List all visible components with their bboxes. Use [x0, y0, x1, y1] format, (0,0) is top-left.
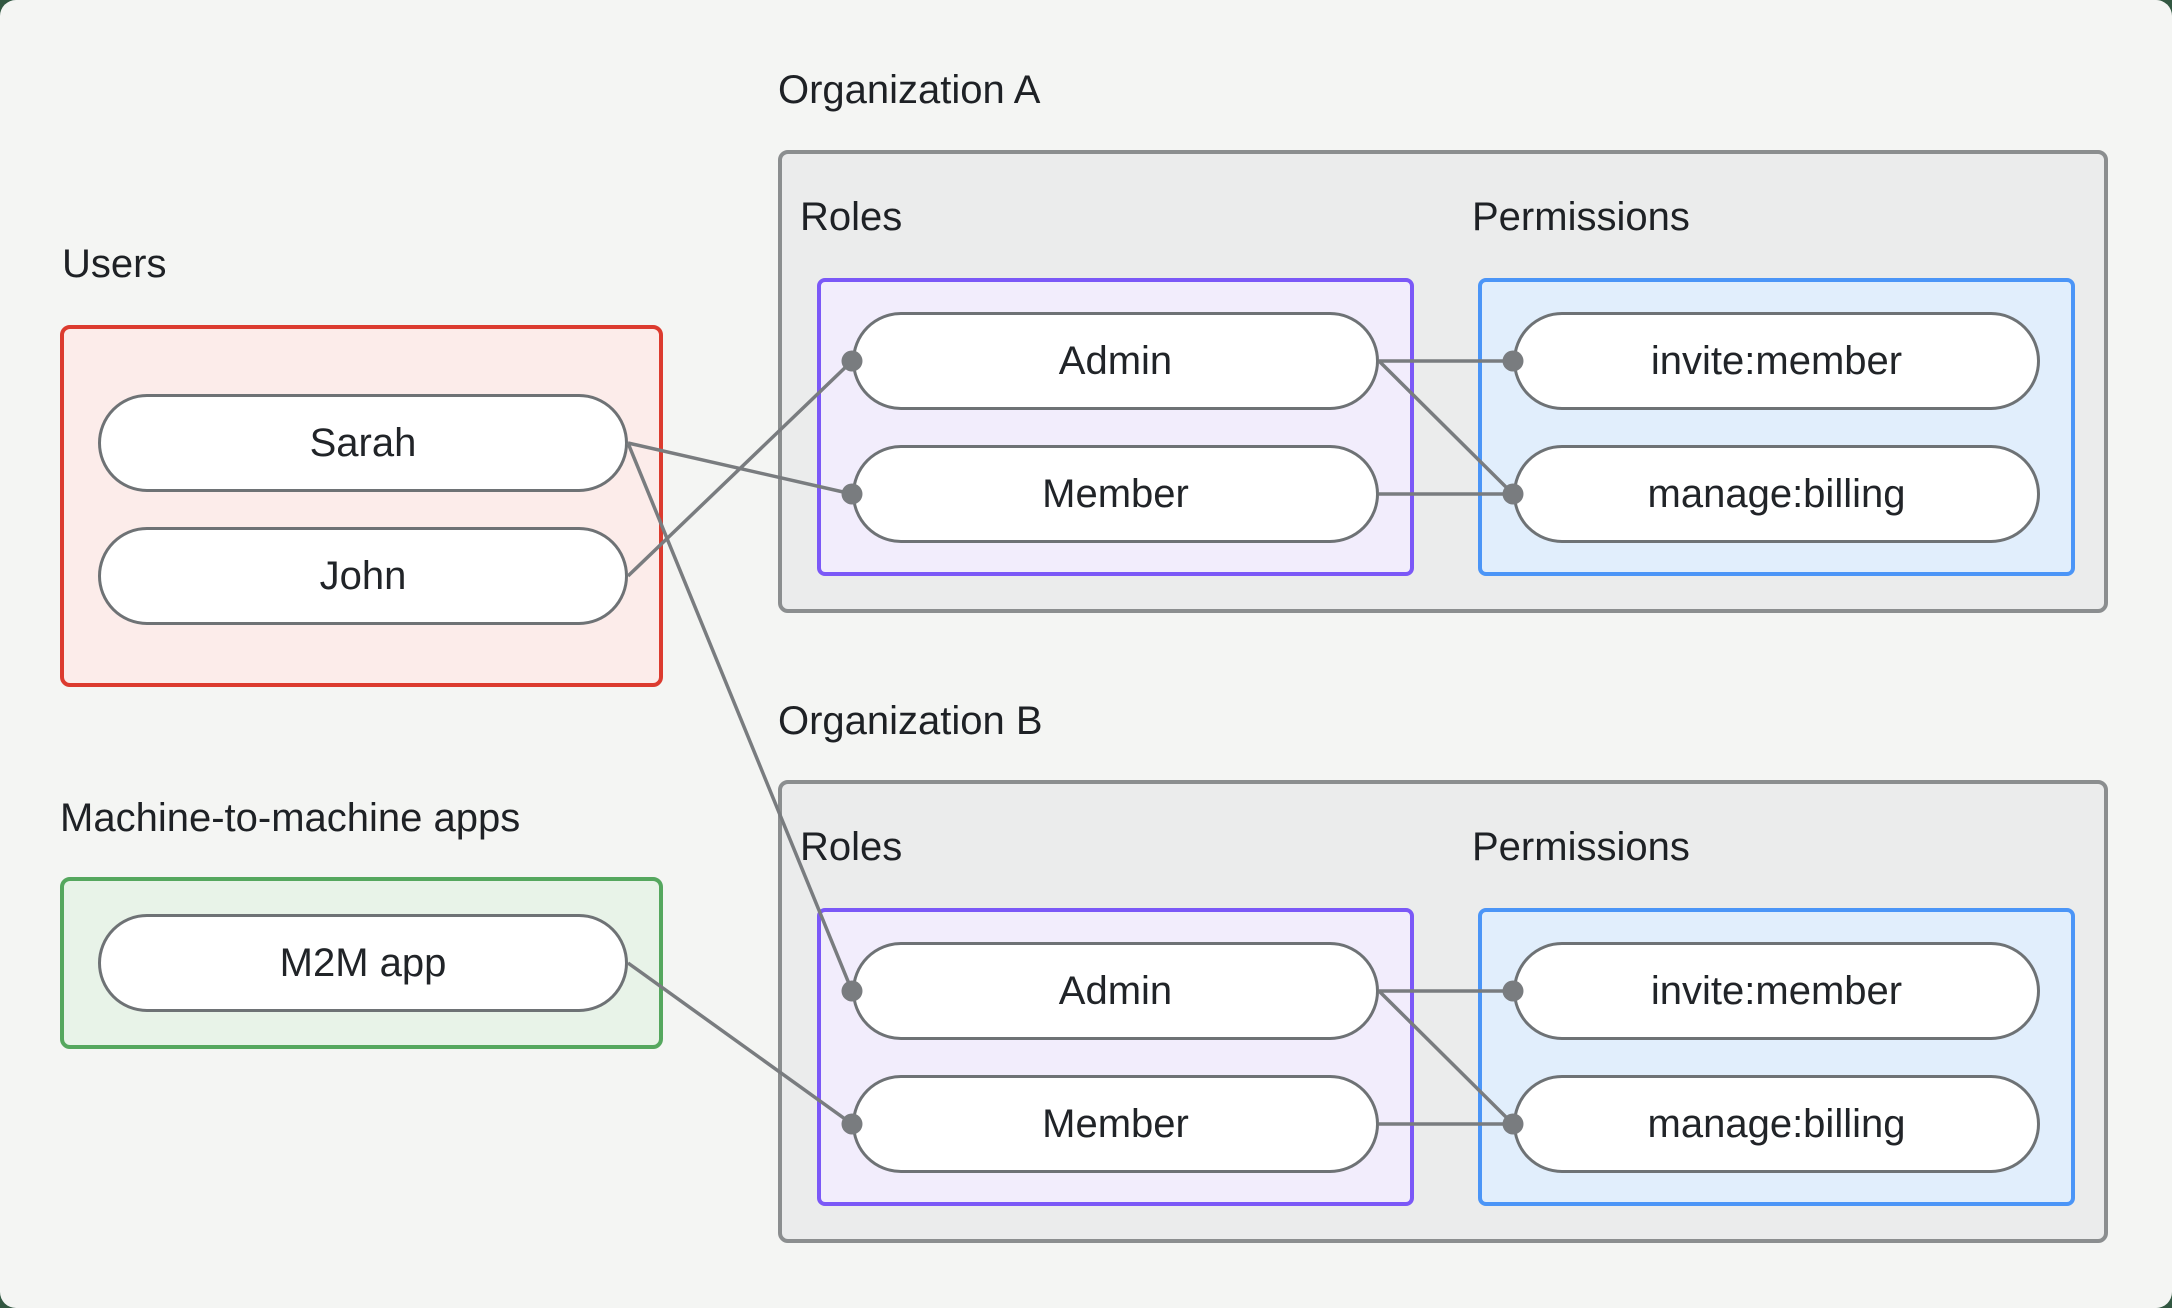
org-a-roles-label: Roles	[800, 195, 903, 239]
org-b-role-pill-admin: Admin	[852, 942, 1379, 1040]
users-label: Users	[62, 242, 167, 286]
org-b-permission-invite-member-label: invite:member	[1650, 968, 1903, 1013]
org-b-permission-manage-billing-label: manage:billing	[1647, 1101, 1906, 1146]
org-a-role-pill-admin: Admin	[852, 312, 1379, 410]
org-a-permissions-label: Permissions	[1472, 195, 1690, 239]
org-a-role-member-label: Member	[1042, 471, 1189, 516]
org-a-title: Organization A	[778, 68, 1041, 112]
org-b-role-member-label: Member	[1042, 1101, 1189, 1146]
org-b-permissions-label: Permissions	[1472, 825, 1690, 869]
org-b-roles-label: Roles	[800, 825, 903, 869]
org-b-permission-pill-manage-billing: manage:billing	[1513, 1075, 2040, 1173]
user-pill-john-label: John	[319, 553, 407, 598]
org-b-role-admin-label: Admin	[1058, 968, 1173, 1013]
user-pill-sarah: Sarah	[98, 394, 628, 492]
org-a-role-pill-member: Member	[852, 445, 1379, 543]
org-b-role-pill-member: Member	[852, 1075, 1379, 1173]
m2m-app-pill: M2M app	[98, 914, 628, 1012]
user-pill-sarah-label: Sarah	[309, 420, 417, 465]
m2m-apps-label: Machine-to-machine apps	[60, 796, 521, 840]
user-pill-john: John	[98, 527, 628, 625]
org-a-role-admin-label: Admin	[1058, 338, 1173, 383]
org-a-permission-pill-invite-member: invite:member	[1513, 312, 2040, 410]
org-b-permission-pill-invite-member: invite:member	[1513, 942, 2040, 1040]
users-group-box	[60, 325, 663, 687]
org-b-title: Organization B	[778, 699, 1043, 743]
org-a-permission-manage-billing-label: manage:billing	[1647, 471, 1906, 516]
org-a-permission-pill-manage-billing: manage:billing	[1513, 445, 2040, 543]
org-a-permission-invite-member-label: invite:member	[1650, 338, 1903, 383]
m2m-app-pill-label: M2M app	[279, 940, 447, 985]
